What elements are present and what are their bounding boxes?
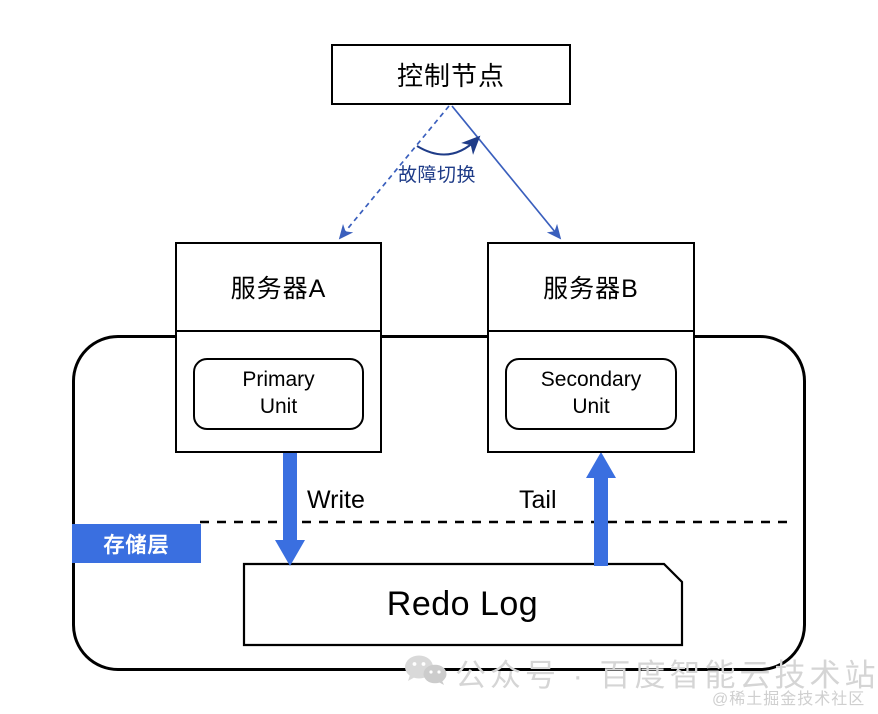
write-flow-label: Write (307, 486, 365, 514)
secondary-unit-label-line2: Unit (572, 395, 610, 418)
watermark-main-text: 公众号 · 百度智能云技术站 (455, 658, 878, 693)
failover-curve-arrow (416, 135, 481, 156)
secondary-unit-label-line1: Secondary (540, 368, 642, 392)
failover-arrow-to-server-a (338, 105, 450, 240)
primary-unit-label-line2: Unit (259, 395, 298, 418)
redo-log-label: Redo Log (386, 585, 539, 623)
server-b-box[interactable]: 服务器B Secondary Unit (487, 242, 695, 453)
control-node-box[interactable]: 控制节点 (331, 44, 571, 105)
watermark-sub-text: @稀土掘金技术社区 (712, 691, 866, 708)
wechat-icon (405, 655, 447, 685)
primary-unit-box[interactable]: Primary Unit (193, 358, 364, 430)
storage-layer-badge: 存储层 (72, 524, 201, 563)
storage-layer-badge-label: 存储层 (103, 533, 170, 557)
tail-flow-label: Tail (519, 486, 557, 514)
server-a-box[interactable]: 服务器A Primary Unit (175, 242, 382, 453)
failover-label: 故障切换 (398, 165, 477, 186)
server-a-title: 服务器A (177, 244, 380, 332)
control-node-label: 控制节点 (396, 61, 505, 91)
secondary-unit-box[interactable]: Secondary Unit (505, 358, 677, 430)
primary-unit-label-line1: Primary (242, 368, 315, 392)
failover-arrow-to-server-b (451, 105, 562, 240)
tail-arrow (586, 452, 616, 566)
redo-log-node: Redo Log (243, 563, 682, 646)
write-arrow (275, 450, 305, 566)
server-b-title: 服务器B (489, 244, 693, 332)
